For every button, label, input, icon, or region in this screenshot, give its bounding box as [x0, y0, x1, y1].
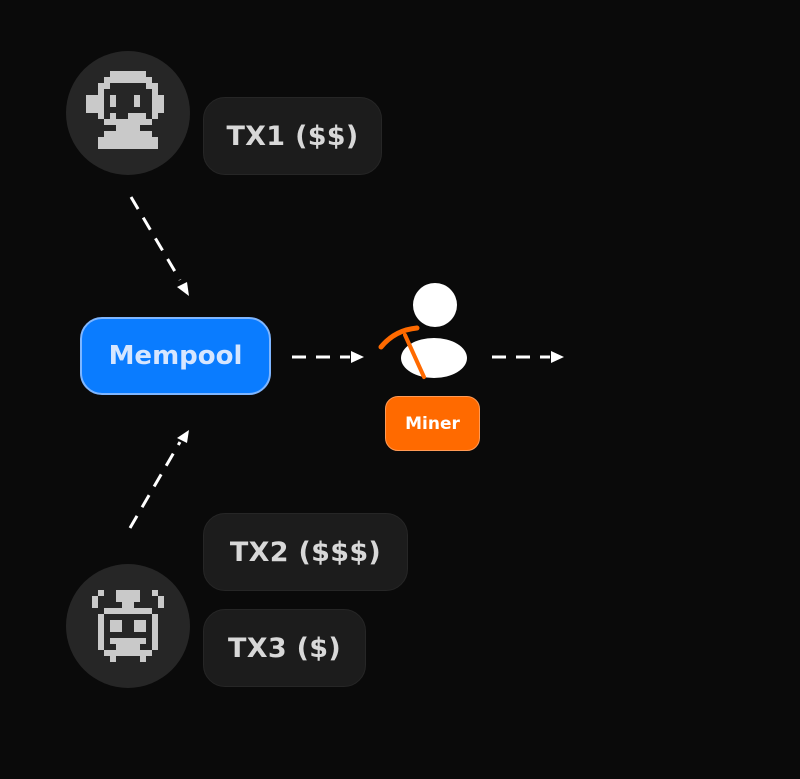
robot-avatar: [66, 564, 190, 688]
arrowhead-user: [177, 282, 189, 296]
robot-pixel-icon: [92, 590, 164, 662]
tx3-pill: TX3 ($): [203, 609, 366, 687]
tx1-pill: TX1 ($$): [203, 97, 382, 175]
arrow-user-to-mempool: [129, 196, 182, 281]
tx2-pill: TX2 ($$$): [203, 513, 408, 591]
arrow-bot-to-mempool: [128, 441, 182, 529]
mempool-node: Mempool: [80, 317, 271, 395]
arrowhead-miner-next: [551, 351, 564, 363]
arrowhead-bot: [177, 430, 189, 443]
user-avatar: [66, 51, 190, 175]
arrowhead-mempool-miner: [351, 351, 364, 363]
human-user-pixel-icon: [86, 71, 164, 149]
miner-badge: Miner: [385, 396, 480, 451]
